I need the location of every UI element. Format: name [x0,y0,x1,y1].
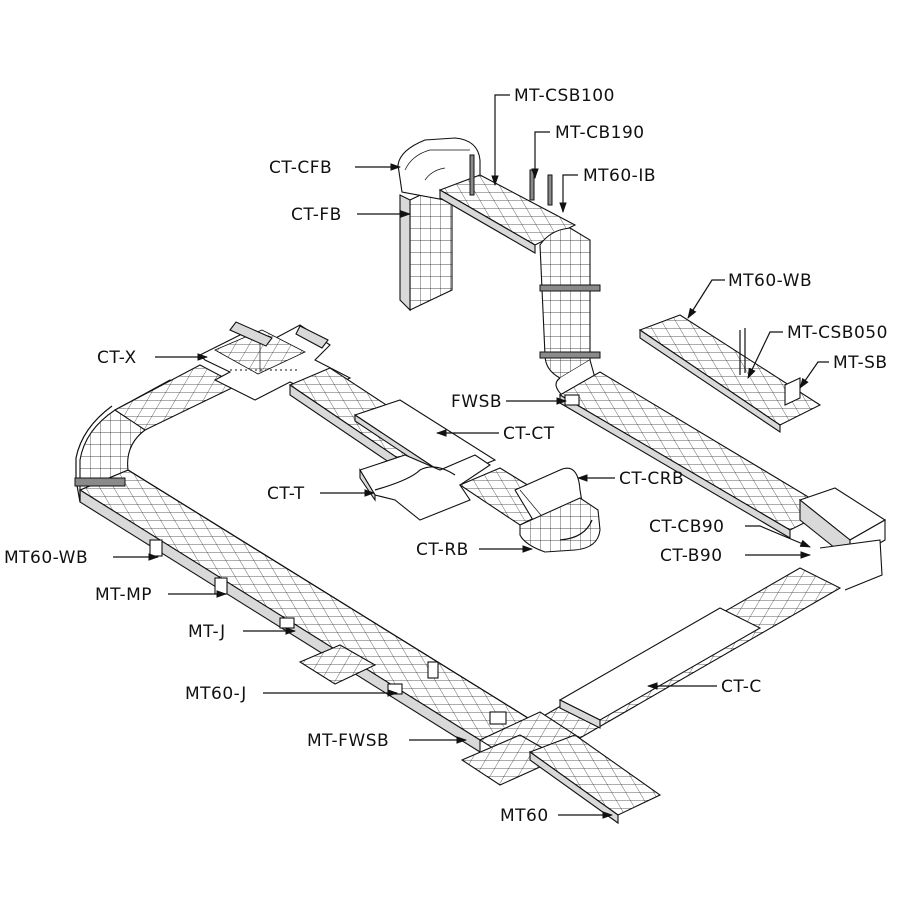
ct-fb-riser [399,179,453,312]
bottom-right-run [538,567,842,739]
label-mt-cb190: MT-CB190 [555,123,645,143]
label-mt-csb050: MT-CSB050 [787,323,888,343]
label-mt60-j: MT60-J [185,684,247,704]
label-fwsb: FWSB [451,392,502,412]
label-ct-cb90: CT-CB90 [649,517,725,537]
callout-labels: MT-CSB100 MT-CB190 CT-CFB MT60-IB CT-FB … [4,86,888,826]
label-ct-fb: CT-FB [291,205,342,225]
label-ct-b90: CT-B90 [660,546,723,566]
left-lower-run [78,469,530,753]
label-mt-mp: MT-MP [95,585,152,605]
ct-b90-corner [798,487,887,591]
label-mt-sb: MT-SB [833,353,888,373]
label-ct-rb: CT-RB [416,540,469,560]
label-ct-crb: CT-CRB [619,469,684,489]
stub-tray [298,644,377,685]
tray-assembly [74,137,887,825]
top-left-run [113,364,240,431]
isolated-tray [638,314,822,434]
label-mt-j: MT-J [188,622,226,642]
label-mt-fwsb: MT-FWSB [307,731,389,751]
ct-x-cross-fitting [199,321,352,401]
label-ct-x: CT-X [97,348,137,368]
label-mt60-wb-left: MT60-WB [4,548,88,568]
leader-lines [113,94,829,819]
ct-rb-bend [519,497,601,553]
label-mt-csb100: MT-CSB100 [514,86,615,106]
label-ct-ct: CT-CT [503,424,555,444]
label-ct-c: CT-C [721,677,762,697]
label-mt60-ib: MT60-IB [583,166,656,186]
label-ct-cfb: CT-CFB [269,158,332,178]
label-ct-t: CT-T [267,484,305,504]
label-mt60-wb-top: MT60-WB [728,271,812,291]
right-drop [539,227,596,399]
label-mt60: MT60 [500,806,549,826]
mt60-tray [528,734,662,825]
